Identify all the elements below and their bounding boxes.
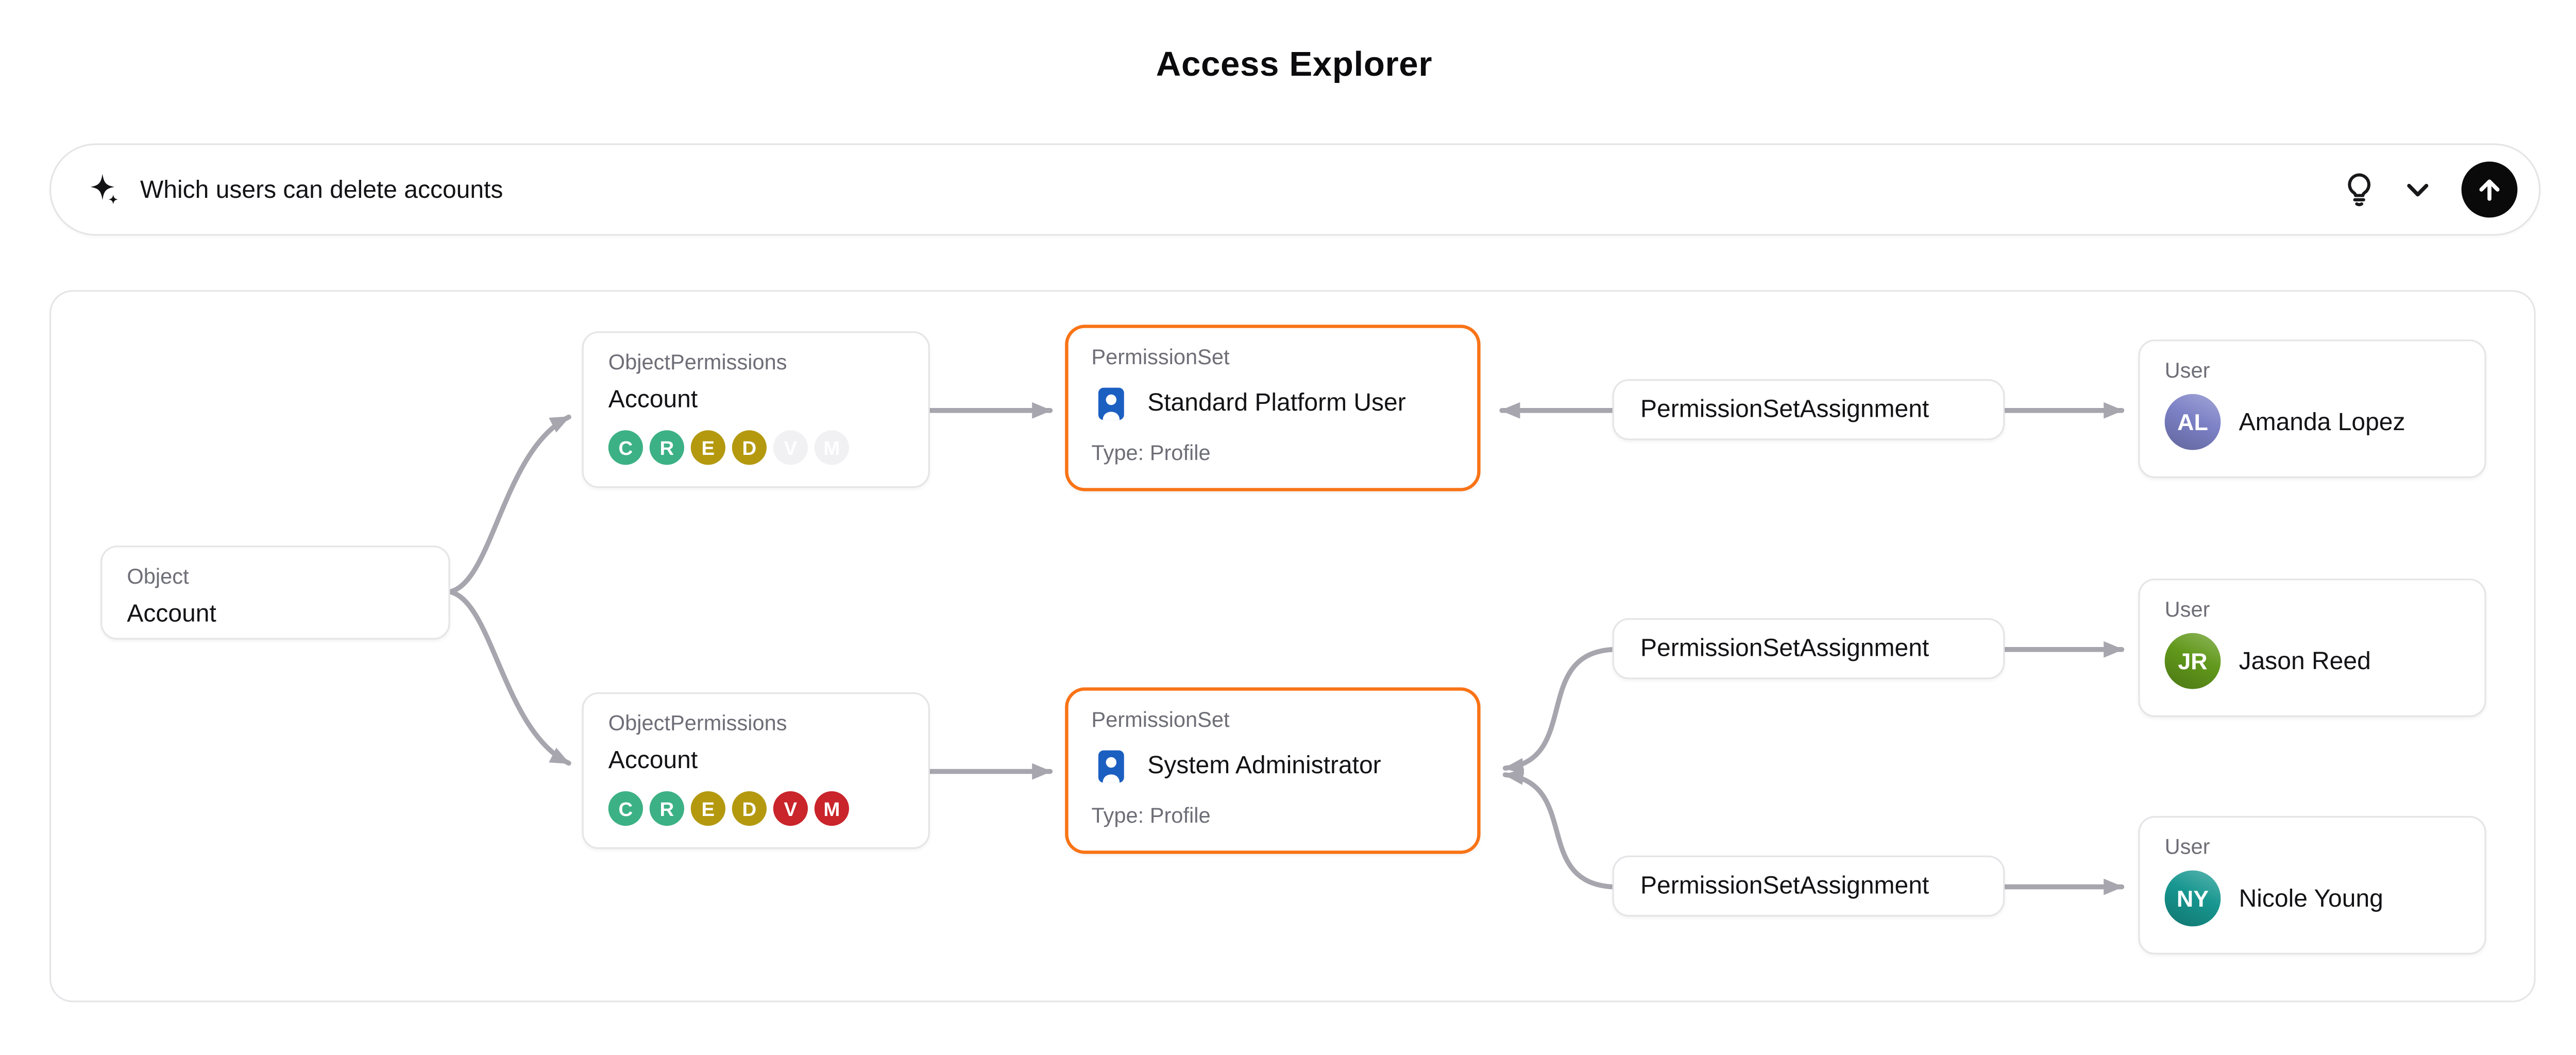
node-user-nicole-young[interactable]: User NY Nicole Young <box>2138 816 2486 955</box>
user-name: Amanda Lopez <box>2239 408 2405 436</box>
arrow-up-icon <box>2479 179 2500 201</box>
node-user-jason-reed[interactable]: User JR Jason Reed <box>2138 578 2486 717</box>
submit-query-button[interactable] <box>2461 161 2518 218</box>
node-type-label: User <box>2164 358 2210 383</box>
node-type-label: PermissionSet <box>1091 707 1230 732</box>
permission-badges: C R E D V M <box>608 791 904 826</box>
perm-badge-create: C <box>608 430 643 465</box>
perm-badge-read: R <box>649 430 684 465</box>
edge-object-to-op-top <box>447 414 571 594</box>
graph-canvas: Object Account ObjectPermissions Account… <box>49 290 2536 1002</box>
chevron-down-icon <box>2407 183 2429 196</box>
prompt-bar <box>49 143 2541 236</box>
user-name: Jason Reed <box>2239 647 2371 675</box>
graph-edges <box>447 402 2125 895</box>
node-permissionsetassignment-3[interactable]: PermissionSetAssignment <box>1612 855 2005 917</box>
edge-psa3-to-ps-bottom <box>1502 768 1615 890</box>
suggestions-button[interactable] <box>2333 163 2385 216</box>
edge-psa2-to-ps-bottom <box>1502 647 1615 775</box>
node-object-account[interactable]: Object Account <box>100 546 450 640</box>
node-permissionsetassignment-2[interactable]: PermissionSetAssignment <box>1612 618 2005 679</box>
contact-badge-icon <box>1098 387 1124 420</box>
sparkle-icon <box>90 173 118 203</box>
node-title: Standard Platform User <box>1147 389 1406 417</box>
node-title: PermissionSetAssignment <box>1640 396 1929 424</box>
model-selector-button[interactable] <box>2394 166 2442 214</box>
perm-badge-viewall: V <box>773 430 808 465</box>
user-name: Nicole Young <box>2239 884 2383 913</box>
permissionset-type: Type: Profile <box>1091 803 1211 828</box>
node-permissionset-standard-platform-user[interactable]: PermissionSet Standard Platform User Typ… <box>1065 325 1481 491</box>
avatar: AL <box>2164 394 2221 450</box>
perm-badge-modifyall: M <box>814 430 849 465</box>
node-title: System Administrator <box>1147 752 1381 780</box>
perm-badge-edit: E <box>690 791 725 826</box>
node-title: Account <box>608 385 698 414</box>
avatar: JR <box>2164 633 2221 689</box>
node-title: Account <box>608 746 698 775</box>
lightbulb-icon <box>2348 173 2370 207</box>
page-title: Access Explorer <box>1156 46 1433 84</box>
avatar: NY <box>2164 870 2221 927</box>
node-title: PermissionSetAssignment <box>1640 635 1929 663</box>
node-type-label: PermissionSet <box>1091 344 1230 369</box>
permission-badges: C R E D V M <box>608 430 904 465</box>
query-input[interactable] <box>140 175 2333 204</box>
node-objectpermissions-bottom[interactable]: ObjectPermissions Account C R E D V M <box>582 692 930 849</box>
perm-badge-create: C <box>608 791 643 826</box>
contact-badge-icon <box>1098 750 1124 783</box>
node-permissionset-system-administrator[interactable]: PermissionSet System Administrator Type:… <box>1065 687 1481 854</box>
node-type-label: User <box>2164 597 2210 622</box>
perm-badge-read: R <box>649 791 684 826</box>
node-type-label: User <box>2164 834 2210 859</box>
perm-badge-modifyall: M <box>814 791 849 826</box>
node-type-label: ObjectPermissions <box>608 710 787 736</box>
node-objectpermissions-top[interactable]: ObjectPermissions Account C R E D V M <box>582 331 930 488</box>
node-type-label: Object <box>127 564 189 589</box>
permissionset-type: Type: Profile <box>1091 440 1211 465</box>
node-title: PermissionSetAssignment <box>1640 872 1929 900</box>
perm-badge-delete: D <box>732 430 767 465</box>
node-permissionsetassignment-1[interactable]: PermissionSetAssignment <box>1612 379 2005 440</box>
node-type-label: ObjectPermissions <box>608 349 787 375</box>
perm-badge-delete: D <box>732 791 767 826</box>
perm-badge-edit: E <box>690 430 725 465</box>
edge-object-to-op-bottom <box>447 589 571 766</box>
perm-badge-viewall: V <box>773 791 808 826</box>
node-title: Account <box>127 600 216 628</box>
node-user-amanda-lopez[interactable]: User AL Amanda Lopez <box>2138 339 2486 478</box>
